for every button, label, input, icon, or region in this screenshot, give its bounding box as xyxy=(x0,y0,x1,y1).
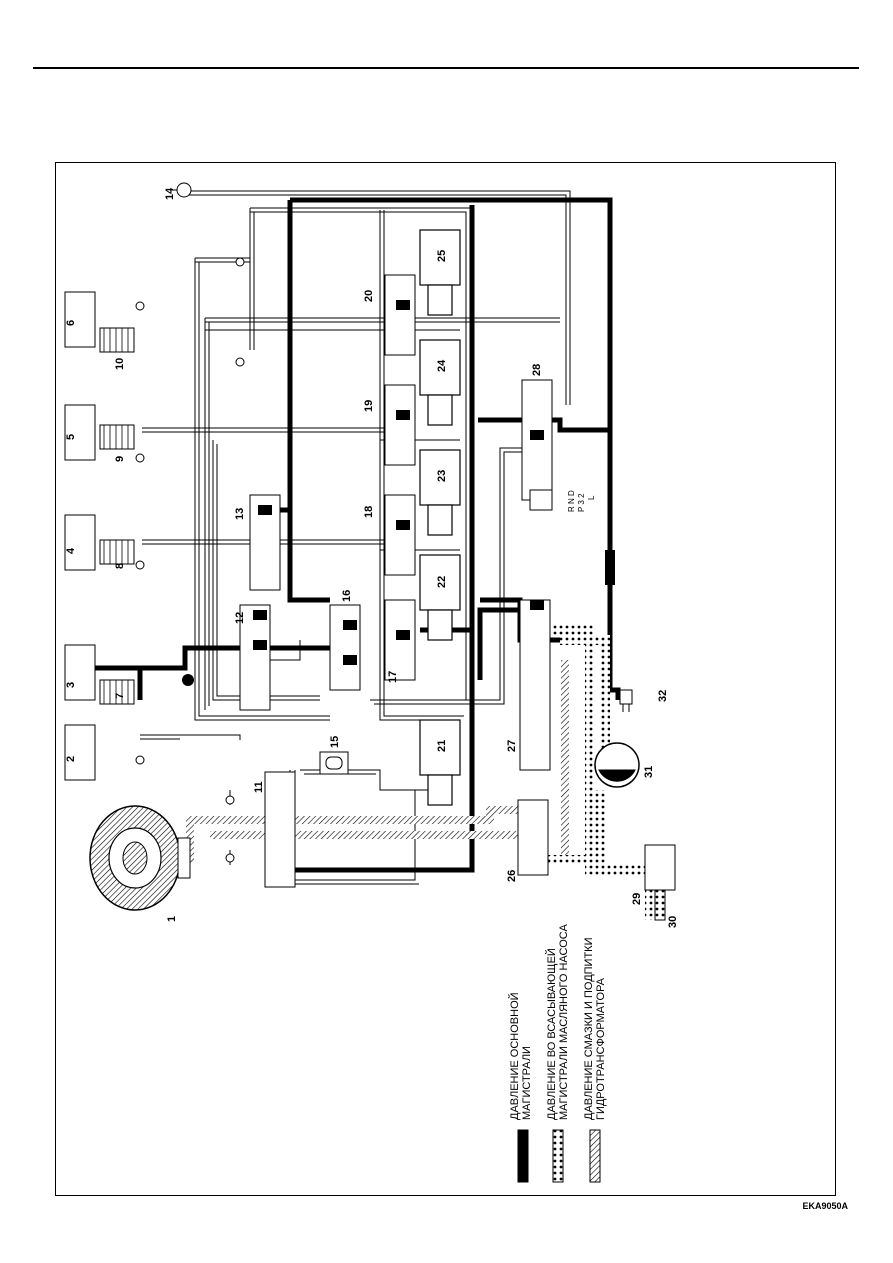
main-line-segment xyxy=(605,550,615,585)
selector-label-2: P 3 2 xyxy=(577,493,586,512)
selector-bracket xyxy=(529,489,553,511)
legend-2-line1: ДАВЛЕНИЕ ВО ВСАСЫВАЮЩЕЙ xyxy=(545,948,558,1120)
gauge-14 xyxy=(170,182,192,198)
legend-swatch-dotted xyxy=(552,1129,564,1183)
label-11: 11 xyxy=(253,781,265,793)
solenoid-22 xyxy=(419,554,461,611)
valve-19 xyxy=(384,384,416,466)
label-27: 27 xyxy=(506,740,518,752)
accumulator-10 xyxy=(99,327,135,353)
check-balls xyxy=(135,257,245,863)
accumulator-7 xyxy=(99,679,135,705)
label-1: 1 xyxy=(166,916,178,922)
legend-3-line1: ДАВЛЕНИЕ СМАЗКИ И ПОДПИТКИ xyxy=(583,938,595,1121)
label-13: 13 xyxy=(234,508,246,520)
label-30: 30 xyxy=(667,916,679,928)
label-10: 10 xyxy=(114,358,126,370)
label-3: 3 xyxy=(65,682,77,688)
label-16: 16 xyxy=(341,590,353,602)
selector-labels: R N D P 3 2 L xyxy=(567,490,596,512)
plug-32 xyxy=(619,689,633,712)
label-19: 19 xyxy=(363,400,375,412)
thin-lines xyxy=(140,190,571,885)
legend-2-line2: МАГИСТРАЛИ МАСЛЯНОГО НАСОСА xyxy=(558,924,570,1120)
label-23: 23 xyxy=(436,470,448,482)
label-14: 14 xyxy=(164,187,176,200)
legend-swatches xyxy=(517,1129,601,1183)
label-26: 26 xyxy=(506,870,518,882)
label-9: 9 xyxy=(114,456,126,462)
valves xyxy=(239,274,553,888)
label-7: 7 xyxy=(114,693,126,699)
valve-16 xyxy=(329,604,361,691)
clutch-pistons xyxy=(64,291,96,781)
label-32: 32 xyxy=(657,690,669,702)
accumulator-9 xyxy=(99,424,135,450)
solenoid-23 xyxy=(419,449,461,506)
selector-label-1: R N D xyxy=(567,490,576,512)
solenoid-25 xyxy=(419,229,461,286)
legend-1-line2: МАГИСТРАЛИ xyxy=(521,1046,533,1120)
valve-11 xyxy=(264,771,296,888)
accumulators xyxy=(99,327,135,705)
piston-4 xyxy=(64,514,96,571)
label-2: 2 xyxy=(65,756,77,762)
label-5: 5 xyxy=(65,434,77,440)
solenoid-24 xyxy=(419,339,461,396)
figure-code: EKA9050A xyxy=(802,1201,848,1211)
label-29: 29 xyxy=(631,893,643,905)
pump-31 xyxy=(594,742,640,788)
diagram-frame xyxy=(55,162,836,1196)
valve-12 xyxy=(239,604,271,711)
converter-lines xyxy=(165,660,569,864)
label-4: 4 xyxy=(65,547,77,554)
selector-label-3: L xyxy=(587,495,596,500)
junction-dot xyxy=(182,674,194,686)
legend-3-line2: ГИДРОТРАНСФОРМАТОРА xyxy=(595,977,607,1120)
filter-29-30 xyxy=(644,844,676,921)
valve-27 xyxy=(519,599,551,771)
top-rule xyxy=(33,67,859,69)
label-22: 22 xyxy=(436,576,448,588)
valve-spools xyxy=(253,300,544,665)
label-17: 17 xyxy=(387,671,399,683)
valve-26 xyxy=(517,799,549,876)
label-8: 8 xyxy=(114,563,126,569)
label-6: 6 xyxy=(65,320,77,326)
label-21: 21 xyxy=(436,740,448,752)
accumulator-8 xyxy=(99,539,135,565)
torque-converter xyxy=(89,805,191,911)
label-31: 31 xyxy=(643,766,655,778)
label-28: 28 xyxy=(531,364,543,376)
legend-swatch-solid xyxy=(517,1129,529,1183)
label-12: 12 xyxy=(234,612,246,624)
label-24: 24 xyxy=(436,359,448,372)
valve-18 xyxy=(384,494,416,576)
legend-swatch-hatched xyxy=(589,1129,601,1183)
legend-1-line1: ДАВЛЕНИЕ ОСНОВНОЙ xyxy=(508,992,521,1120)
label-18: 18 xyxy=(363,506,375,518)
piston-5 xyxy=(64,404,96,461)
piston-3 xyxy=(64,644,96,701)
label-20: 20 xyxy=(363,290,375,302)
label-25: 25 xyxy=(436,250,448,262)
piston-6 xyxy=(64,291,96,348)
solenoids xyxy=(419,229,461,806)
callouts: 1 2 3 4 5 6 7 8 9 10 11 12 13 14 15 16 1… xyxy=(65,187,679,928)
label-15: 15 xyxy=(329,736,341,748)
piston-2 xyxy=(64,724,96,781)
solenoid-21 xyxy=(419,719,461,776)
legend: ДАВЛЕНИЕ ОСНОВНОЙ МАГИСТРАЛИ ДАВЛЕНИЕ ВО… xyxy=(508,924,607,1120)
valve-20 xyxy=(384,274,416,356)
